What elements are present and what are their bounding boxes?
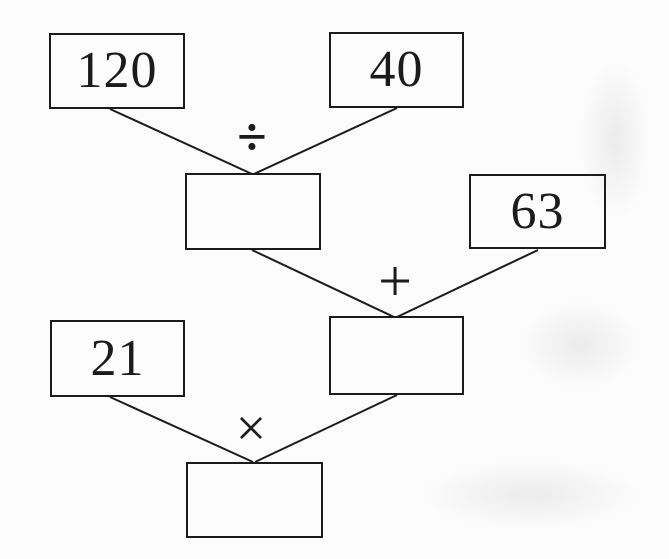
plus-operator-symbol: + bbox=[378, 248, 412, 314]
operand-value: 63 bbox=[510, 182, 565, 240]
connector-line-120-to-quotient bbox=[109, 108, 253, 175]
operand-value: 120 bbox=[76, 42, 158, 99]
operand-box-21: 21 bbox=[50, 320, 185, 397]
answer-box-sum bbox=[329, 316, 464, 395]
connector-line-21-to-product bbox=[109, 396, 254, 463]
operand-box-40: 40 bbox=[329, 32, 464, 108]
operand-value: 21 bbox=[90, 329, 145, 387]
connector-line-40-to-quotient bbox=[253, 107, 398, 175]
operand-value: 40 bbox=[369, 41, 424, 98]
answer-box-quotient bbox=[185, 173, 321, 250]
divide-operator-symbol: ÷ bbox=[237, 107, 267, 167]
operand-box-120: 120 bbox=[49, 33, 185, 109]
times-operator-symbol: × bbox=[235, 398, 267, 458]
connector-line-sum-to-product bbox=[254, 394, 398, 463]
answer-box-product bbox=[186, 462, 323, 538]
connector-line-quotient-to-sum bbox=[251, 249, 395, 318]
operand-box-63: 63 bbox=[469, 174, 606, 249]
connector-line-63-to-sum bbox=[396, 249, 539, 318]
